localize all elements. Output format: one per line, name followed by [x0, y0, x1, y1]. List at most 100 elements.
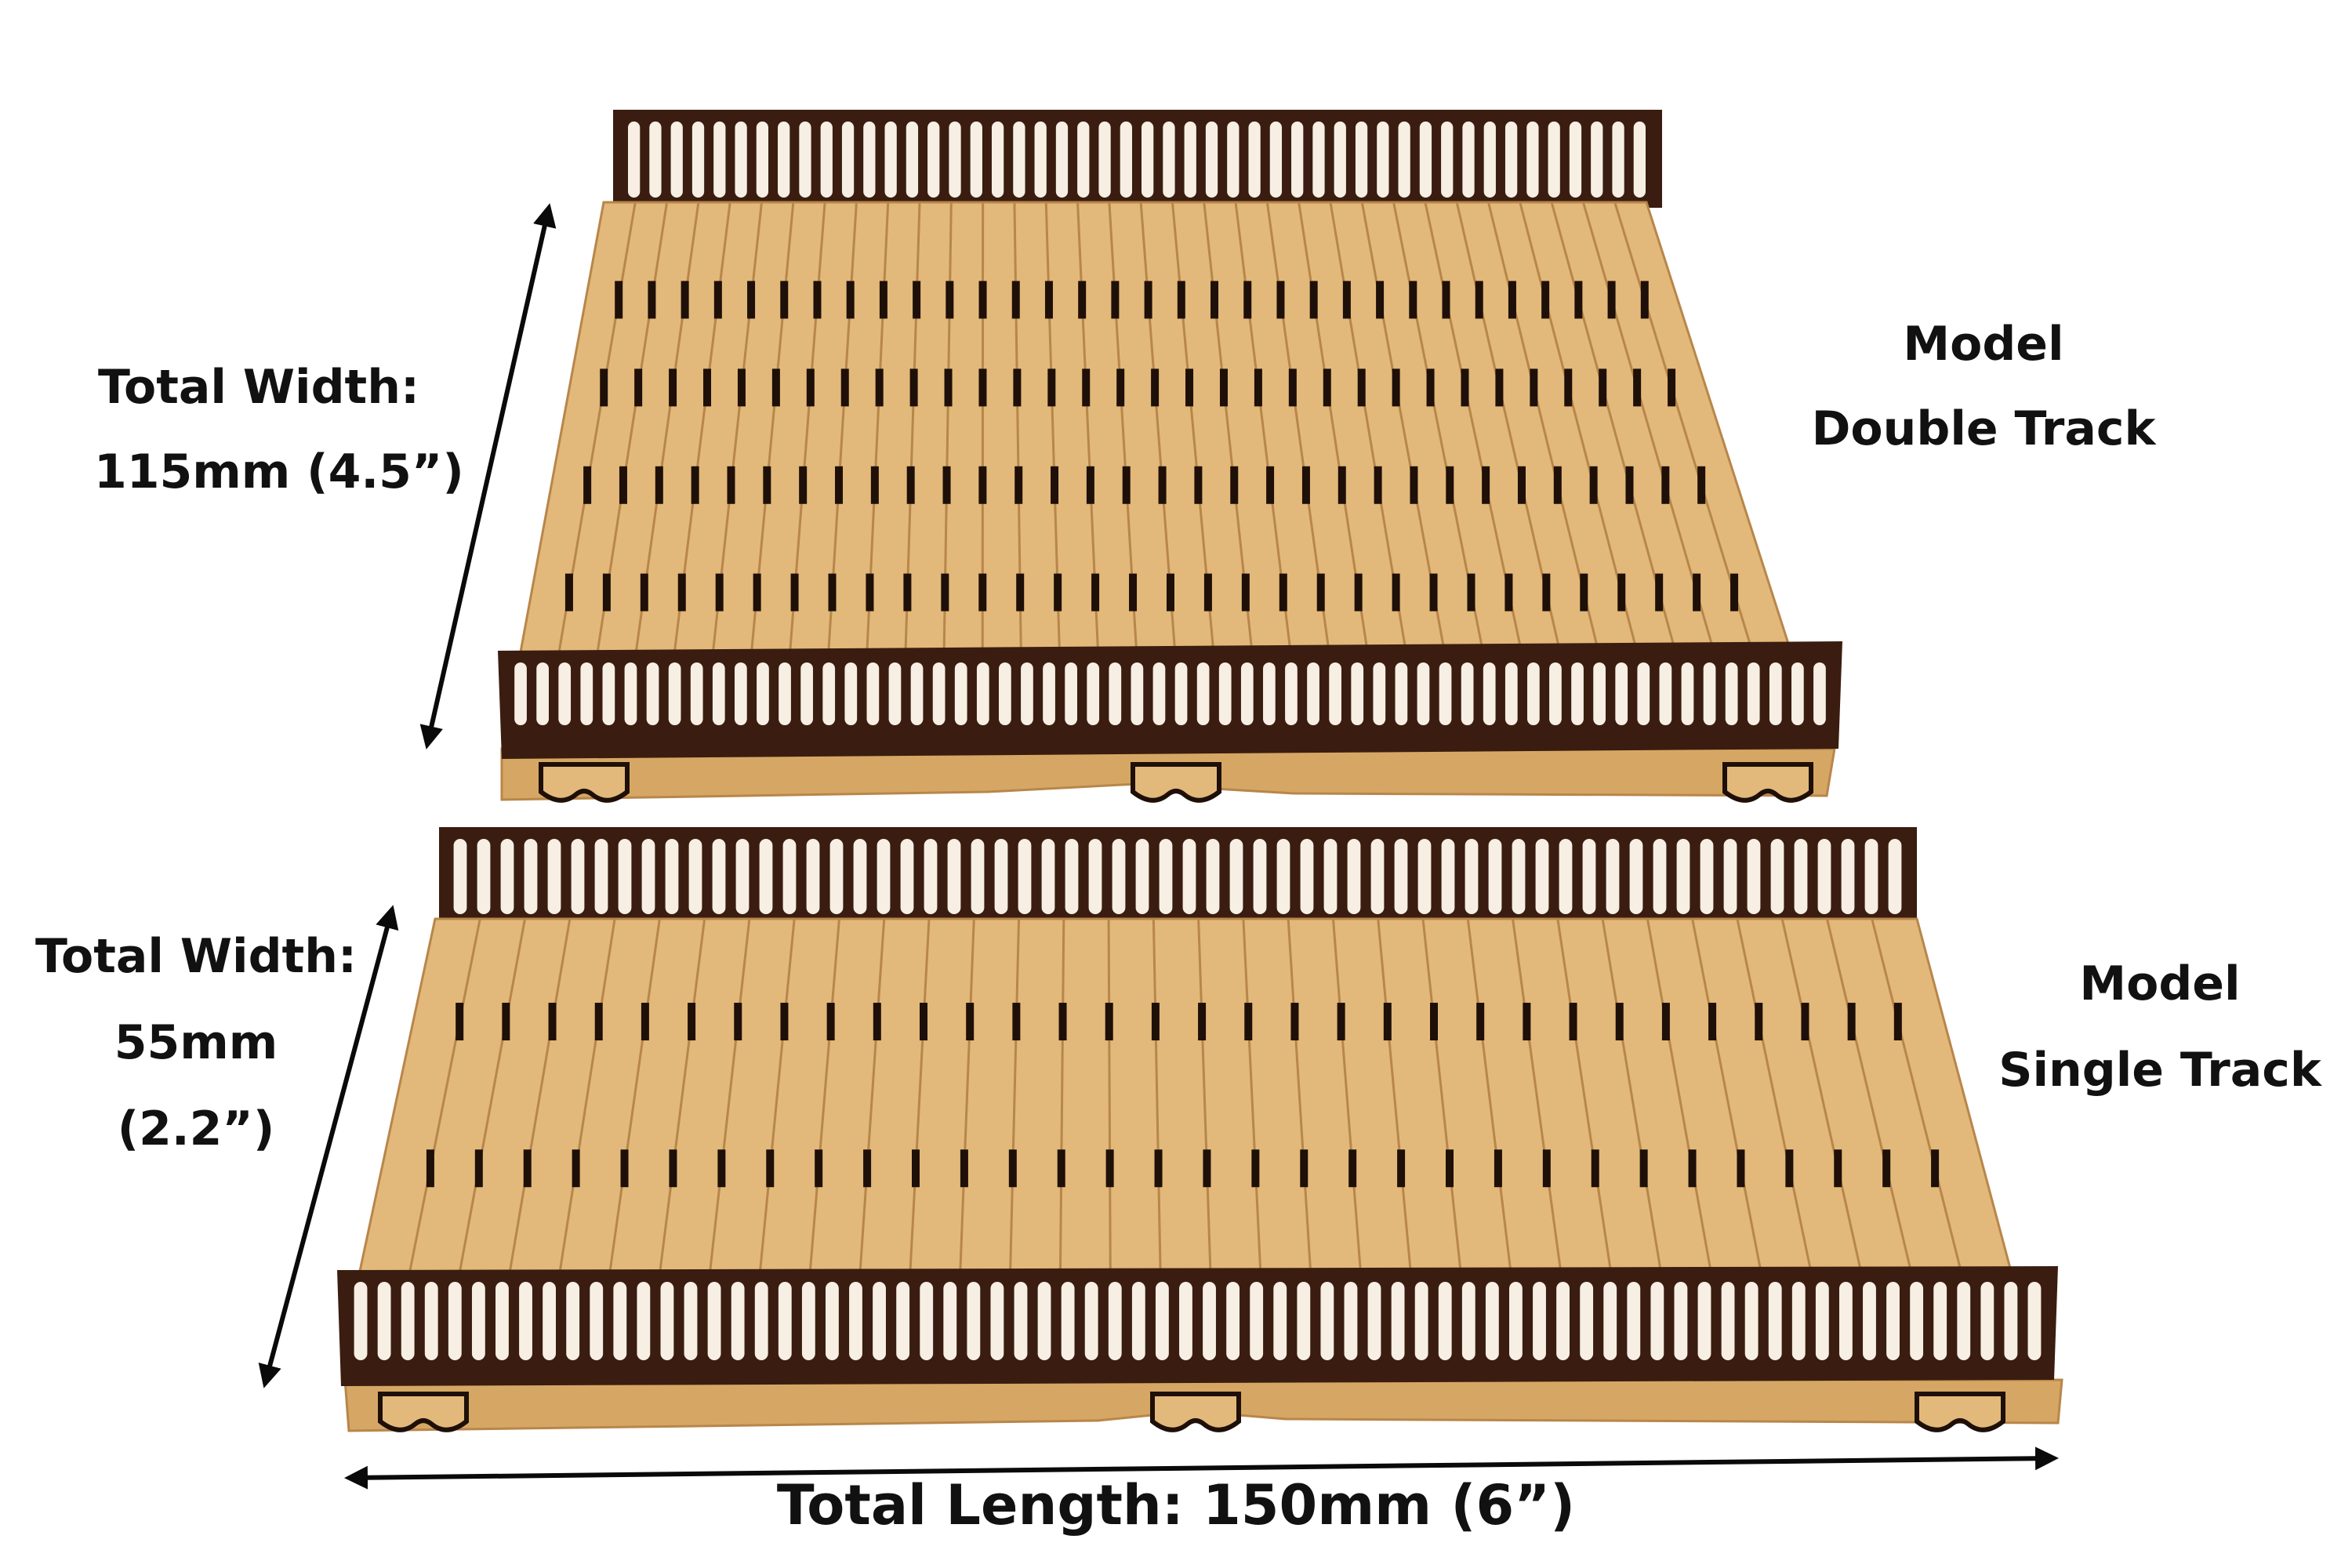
- railing-slot: [1355, 122, 1368, 198]
- sleeper-slot: [1409, 281, 1417, 319]
- railing-slot: [820, 122, 833, 198]
- sleeper-slot: [1105, 1003, 1113, 1041]
- railing-slot: [1703, 662, 1716, 725]
- sleeper-slot: [942, 466, 951, 504]
- railing-slot: [1580, 1282, 1594, 1360]
- single-track-model: [337, 827, 2063, 1432]
- sleeper-slot: [1230, 466, 1239, 504]
- sleeper-slot: [641, 1003, 649, 1041]
- railing-slot: [1152, 662, 1166, 725]
- sleeper-slot: [1244, 1003, 1253, 1041]
- railing-slot: [990, 1282, 1004, 1360]
- sleeper-slot: [1655, 573, 1664, 612]
- sleeper-slots: [426, 1003, 1940, 1188]
- railing-slot: [713, 122, 726, 198]
- railing-slot: [735, 122, 747, 198]
- sleeper-slot: [572, 1149, 580, 1188]
- sleeper-slot: [713, 281, 722, 319]
- railing-slot: [646, 662, 659, 725]
- deck-groove: [1377, 918, 1414, 1287]
- railing-slot: [1077, 122, 1090, 198]
- sleeper-slot: [1198, 1003, 1207, 1041]
- sleeper-slot: [1177, 281, 1185, 319]
- railing-slot: [1347, 839, 1361, 914]
- railing-slot: [1615, 662, 1628, 725]
- sleeper-slot: [1475, 281, 1483, 319]
- railing-slot: [1612, 122, 1624, 198]
- railing-slot: [1135, 839, 1149, 914]
- railing-slot: [1548, 122, 1560, 198]
- railing-slot: [1637, 662, 1650, 725]
- railing-slot: [1485, 1282, 1499, 1360]
- railing-slot: [665, 839, 679, 914]
- railing-slot: [1163, 122, 1175, 198]
- railing-slot: [1065, 839, 1079, 914]
- railing-slot: [602, 662, 615, 725]
- railing-slot: [735, 839, 750, 914]
- railing-slot: [1591, 122, 1603, 198]
- railing-slot: [1441, 839, 1455, 914]
- deck-groove: [606, 918, 661, 1287]
- railing-slot: [649, 122, 662, 198]
- railing-slot: [1838, 1282, 1853, 1360]
- railing-slot: [991, 122, 1004, 198]
- railing-slot: [1439, 662, 1452, 725]
- railing-slot: [514, 662, 527, 725]
- sleeper-slot: [564, 573, 573, 612]
- sleeper-slot: [978, 281, 987, 319]
- railing-slot: [1815, 1282, 1829, 1360]
- railing-slot: [691, 122, 705, 198]
- sleeper-slot: [1430, 1003, 1438, 1041]
- sleeper-slot: [677, 573, 686, 612]
- deck-groove: [1107, 918, 1112, 1287]
- double-track-name-line2: Double Track: [1811, 401, 2156, 456]
- total-length-label: Total Length: 150mm (6”): [776, 1473, 1576, 1537]
- sleeper-slot: [1476, 1003, 1485, 1041]
- railing-slot: [1674, 1282, 1688, 1360]
- railing-slot: [1043, 662, 1055, 725]
- railing-slot: [1627, 1282, 1641, 1360]
- total-length-arrow: [344, 1446, 2059, 1490]
- connector-tab: [378, 1392, 469, 1432]
- railing-slot: [1174, 662, 1188, 725]
- railing-slot: [884, 122, 897, 198]
- deck-groove: [657, 918, 706, 1287]
- railing-slot: [1312, 122, 1325, 198]
- railing-slot: [536, 662, 549, 725]
- sleeper-slot: [1697, 466, 1706, 504]
- deck-groove: [506, 918, 572, 1287]
- double-track-width-value: 115mm (4.5”): [94, 445, 464, 499]
- deck-groove: [1152, 918, 1162, 1287]
- single-track-name-line1: Model: [2079, 956, 2241, 1011]
- railing-slot: [759, 839, 773, 914]
- railing-slot: [1367, 1282, 1381, 1360]
- sleeper-slot: [1279, 573, 1287, 612]
- railing-slot: [1864, 839, 1878, 914]
- railing-slot: [401, 1282, 415, 1360]
- sleeper-slot: [1834, 1149, 1842, 1188]
- railing-slot: [1559, 839, 1573, 914]
- sleeper-slot: [619, 466, 627, 504]
- railing-slot: [1533, 1282, 1546, 1360]
- sleeper-slot: [1893, 1003, 1902, 1041]
- railing-slot: [1018, 839, 1032, 914]
- sleeper-slot: [912, 1149, 920, 1188]
- railing-slot: [1813, 662, 1826, 725]
- sleeper-slot: [1376, 281, 1385, 319]
- railing-slot: [822, 662, 836, 725]
- railing-slot: [1571, 662, 1584, 725]
- railing-slots: [628, 122, 1646, 198]
- railing-slot: [1240, 662, 1254, 725]
- railing-slot: [971, 839, 985, 914]
- deck-groove: [1421, 918, 1464, 1287]
- base-connectors: [539, 762, 1813, 803]
- sleeper-slot: [1185, 368, 1194, 407]
- railing-slot: [873, 1282, 886, 1360]
- connector-tab: [1150, 1392, 1241, 1432]
- deck-groove: [1581, 201, 1726, 691]
- railing-slot: [1606, 839, 1620, 914]
- railing-slot: [1329, 662, 1341, 725]
- sleeper-slot: [1054, 573, 1062, 612]
- railing-slot: [1037, 1282, 1051, 1360]
